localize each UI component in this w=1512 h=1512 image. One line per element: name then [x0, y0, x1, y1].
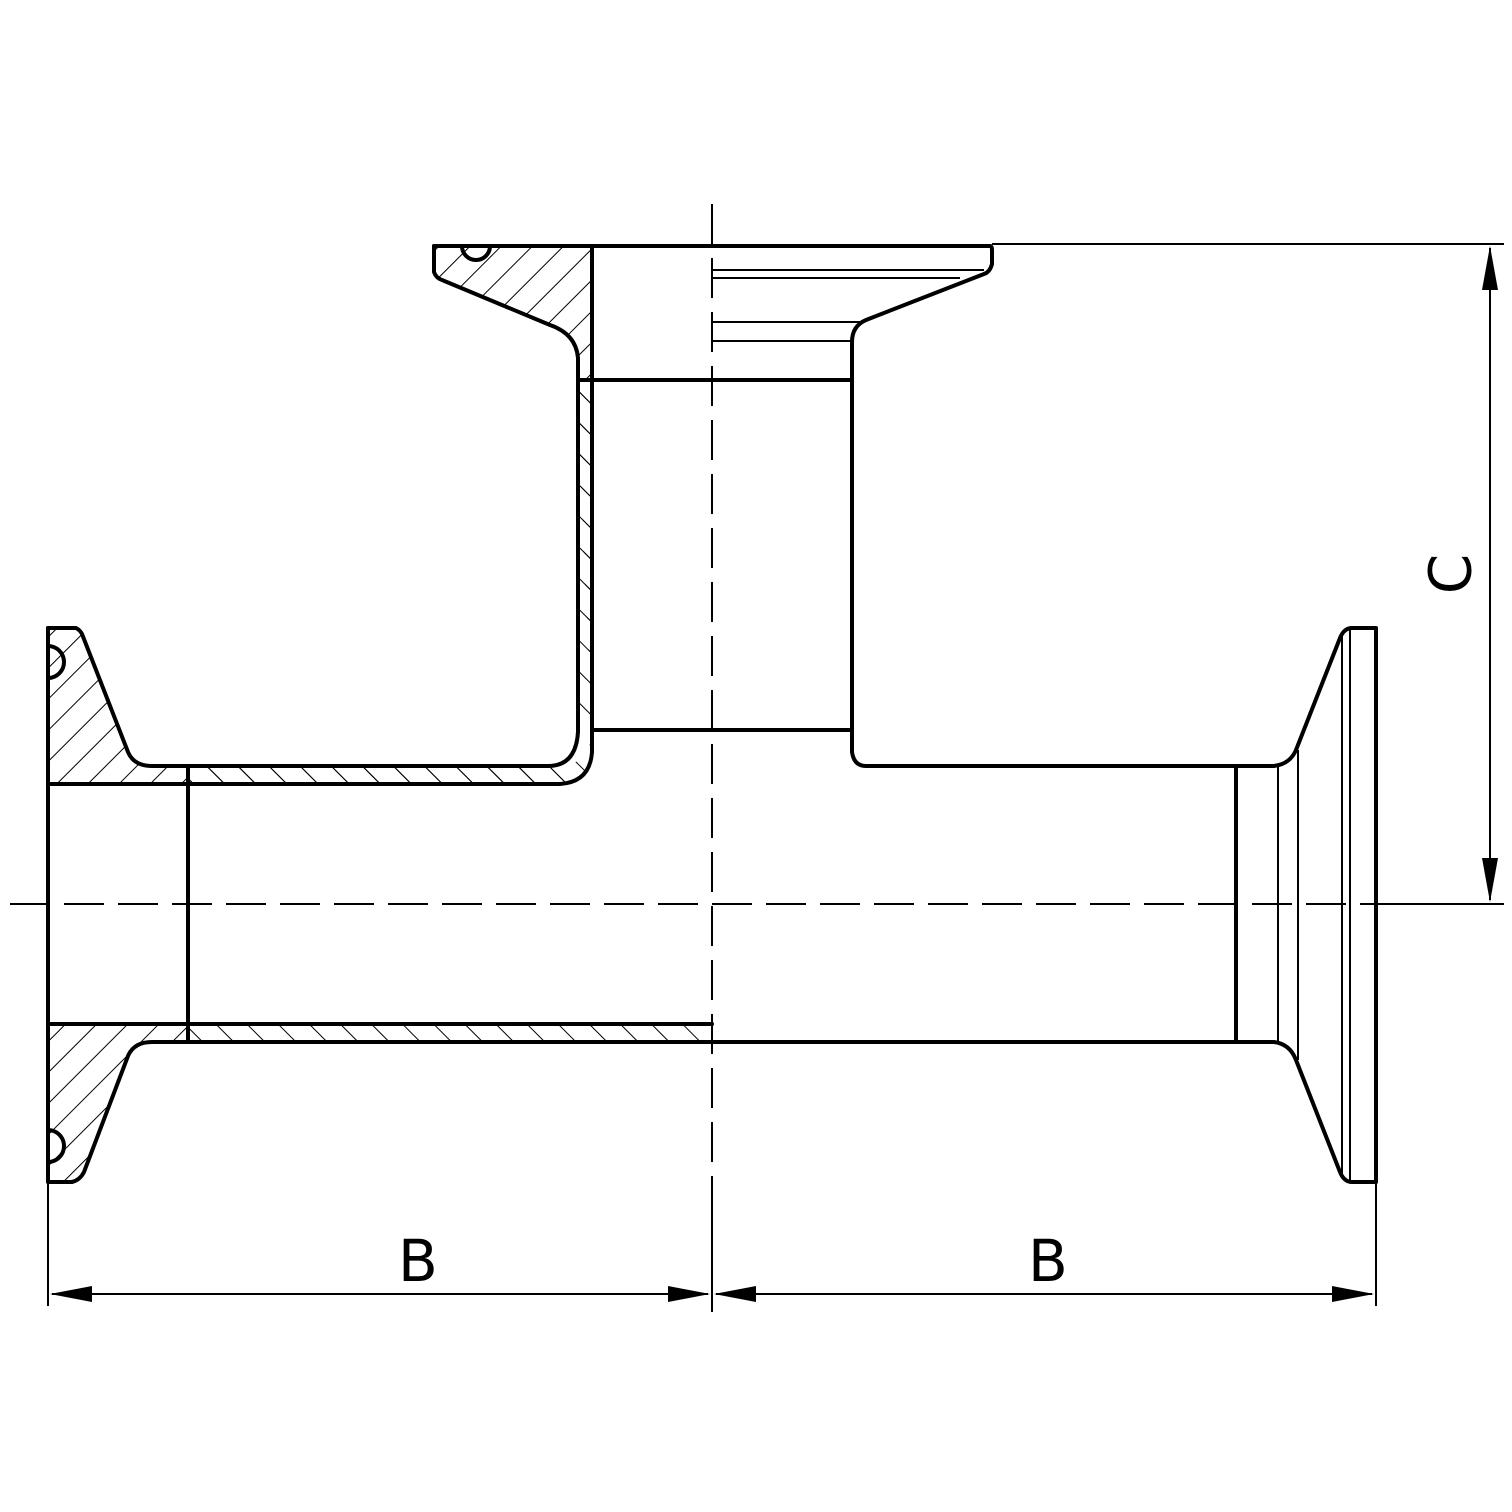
fitting-outline: [46, 244, 1378, 1184]
dimension-label-c: C: [1416, 553, 1485, 595]
center-lines: [10, 204, 1400, 1312]
dimension-lines: [47, 243, 1504, 1306]
dimension-label-b-left: B: [398, 1227, 438, 1295]
dimension-label-b-right: B: [1028, 1227, 1068, 1295]
